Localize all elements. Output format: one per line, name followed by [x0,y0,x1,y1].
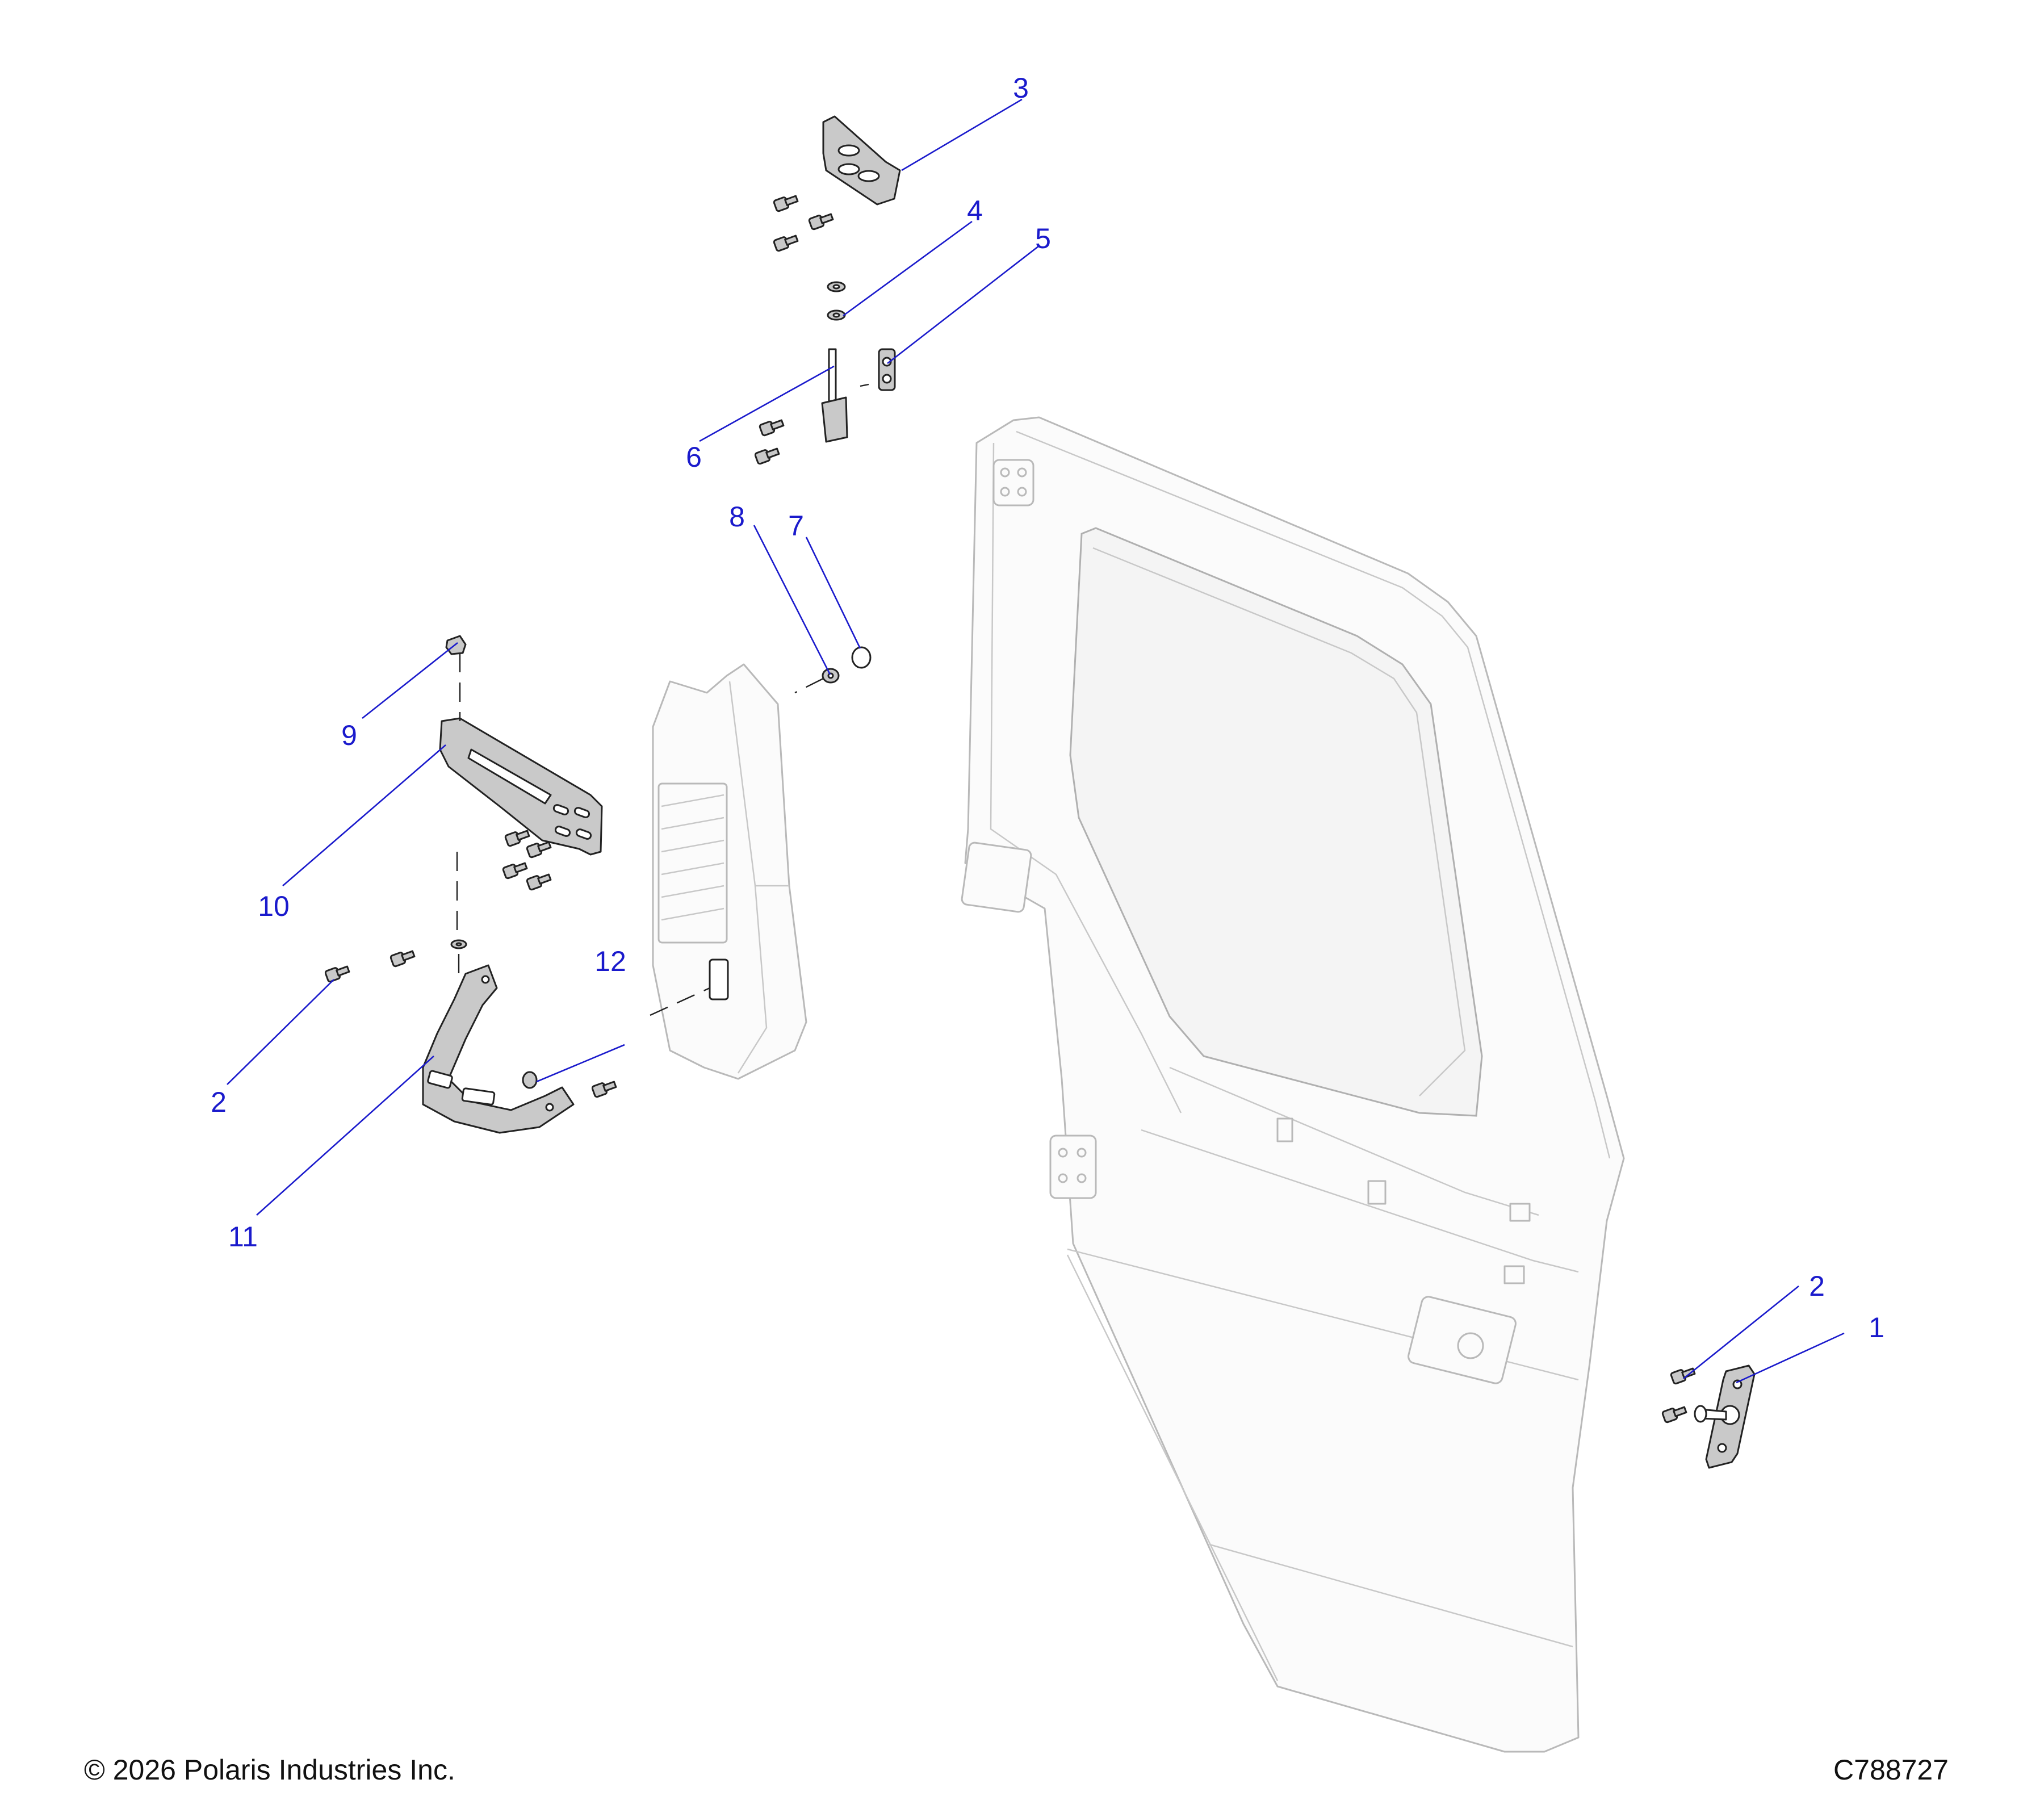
door-lower-hinge-pad [1049,1134,1097,1199]
door-upper-hinge-pad [992,459,1034,506]
screw [808,213,834,231]
part-7-cap [851,646,872,669]
part-1-striker [1694,1364,1756,1469]
screw [1670,1367,1696,1385]
part-12-nut [522,1071,538,1089]
callout-12: 12 [594,945,626,977]
screw [504,830,530,847]
latch-cover-panel [652,663,807,1080]
screw [754,447,780,465]
callout-10: 10 [258,890,290,922]
screw [502,862,528,880]
screw [591,1081,617,1098]
screw [324,965,350,983]
callout-7: 7 [788,510,804,542]
screw [773,195,799,212]
door-assembly [961,416,1625,1753]
screws [324,195,1696,1424]
screw [526,873,552,891]
latch-cover-grille [657,782,728,944]
screw [389,950,416,968]
part-8-washer [822,668,840,684]
screw [759,419,785,437]
latch-cover-slot [709,958,729,1000]
part-4-washers [827,281,846,321]
assembly-centerlines [456,383,869,1016]
door-window [1069,527,1483,1117]
part-11-washer [450,939,467,949]
screw [526,841,552,859]
callout-3: 3 [1013,72,1029,104]
callout-4: 4 [967,195,983,227]
part-10-strap-bracket [439,717,603,856]
drawing-id: C788727 [1833,1754,1949,1786]
callout-2-right: 2 [1809,1270,1825,1302]
part-3-upper-hinge-bracket [822,115,901,206]
part-11-lower-u-bracket [422,964,575,1134]
door-grab-recess [961,841,1032,913]
callout-6: 6 [686,441,702,473]
part-5-hinge-plate [878,348,896,391]
callout-9: 9 [341,719,357,751]
screw [1661,1406,1687,1424]
callouts: 3 4 5 6 8 7 9 10 12 2 11 2 1 [211,72,1884,1343]
callout-11: 11 [228,1221,258,1253]
callout-2-left: 2 [211,1086,227,1118]
callout-5: 5 [1035,223,1051,254]
callout-8: 8 [729,501,745,533]
callout-1: 1 [1869,1312,1884,1343]
copyright-notice: © 2026 Polaris Industries Inc. [84,1754,455,1786]
screw [773,235,799,252]
leader-lines [227,98,1845,1384]
part-6-hinge-pin [821,348,848,443]
